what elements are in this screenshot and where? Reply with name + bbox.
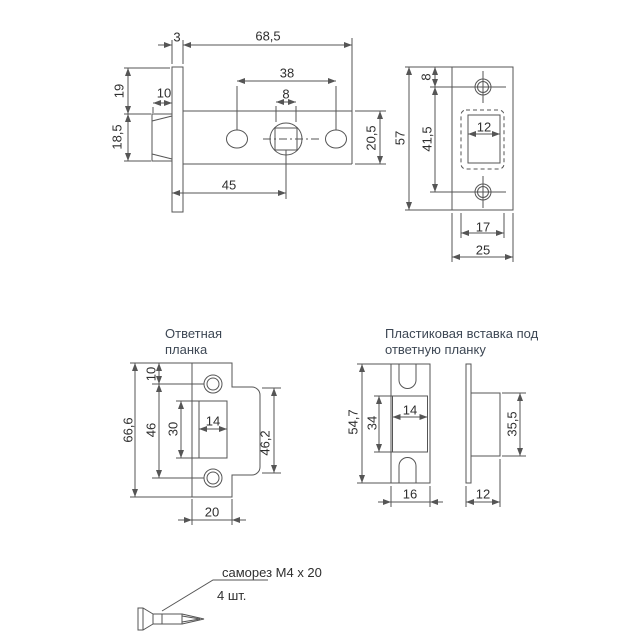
strike-plate-title-line2: планка — [165, 342, 208, 357]
insert-cutout — [392, 395, 428, 453]
dim-total-length: 68,5 — [255, 28, 281, 44]
insert-side-flange — [465, 363, 472, 484]
insert-front-outline — [390, 363, 431, 484]
dim-fp-hole-spacing: 41,5 — [419, 126, 435, 152]
dim-fp-hole-offset: 8 — [418, 73, 434, 81]
dim-ins-depth: 12 — [475, 486, 491, 502]
dim-sp-total-height: 66,6 — [120, 417, 136, 443]
insert-slot-top — [398, 364, 417, 389]
dim-ins-cutout-height: 34 — [364, 415, 380, 431]
strike-plate-view — [130, 362, 281, 525]
screw-shank — [152, 613, 183, 625]
screw-leader-line — [161, 579, 268, 612]
dim-ins-total-height: 54,7 — [345, 409, 361, 435]
dim-bolt-protrusion: 10 — [156, 85, 172, 101]
screw-head — [137, 607, 154, 631]
dim-fp-total-height: 57 — [392, 130, 408, 146]
dim-body-height: 20,5 — [363, 125, 379, 151]
screw-drawing — [137, 579, 268, 631]
insert-slot-bottom — [398, 457, 417, 483]
dim-backset: 45 — [221, 177, 237, 193]
dim-sp-plate-width: 20 — [204, 504, 220, 520]
screw-label: саморез М4 х 20 — [222, 565, 322, 580]
dim-fp-plate-width: 25 — [475, 242, 491, 258]
dim-fp-cutout-width: 12 — [476, 119, 492, 135]
faceplate-cutout — [467, 114, 501, 164]
insert-title-line1: Пластиковая вставка под — [385, 326, 539, 341]
dim-fp-cutout-outer-width: 17 — [475, 219, 491, 235]
dim-bolt-height: 18,5 — [109, 124, 125, 150]
dim-ins-cutout-width: 14 — [402, 402, 418, 418]
dim-sp-tab-height: 46,2 — [257, 430, 273, 456]
plastic-insert-side-view — [465, 363, 526, 507]
latch-faceplate-bar — [171, 66, 184, 213]
screw-quantity: 4 шт. — [217, 588, 247, 603]
dim-sp-hole-offset: 10 — [143, 366, 159, 382]
latch-body-side-view — [124, 38, 386, 213]
faceplate-outline — [451, 66, 514, 211]
strike-plate-title-line1: Ответная — [165, 326, 223, 341]
plastic-insert-front-view — [357, 363, 443, 507]
insert-title-line2: ответную планку — [385, 342, 486, 357]
dim-spindle-square: 8 — [282, 86, 290, 102]
latch-bolt — [151, 113, 173, 162]
dim-sp-hole-spacing: 46 — [143, 422, 159, 438]
dim-plate-thickness: 3 — [173, 29, 181, 45]
dim-ins-width: 16 — [402, 486, 418, 502]
dim-flange-offset: 19 — [111, 83, 127, 99]
dim-hole-spacing: 38 — [279, 65, 295, 81]
screw-tip — [181, 613, 205, 625]
latch-hole-right — [325, 129, 347, 149]
dim-ins-body-height: 35,5 — [504, 411, 520, 437]
latch-hole-left — [226, 129, 248, 149]
faceplate-front-view — [405, 66, 514, 262]
insert-side-body — [470, 392, 501, 457]
dim-sp-cutout-width: 14 — [205, 413, 221, 429]
strike-plate-outline — [191, 362, 261, 498]
dim-sp-cutout-height: 30 — [165, 421, 181, 437]
faceplate-cutout-dashed — [460, 109, 505, 170]
